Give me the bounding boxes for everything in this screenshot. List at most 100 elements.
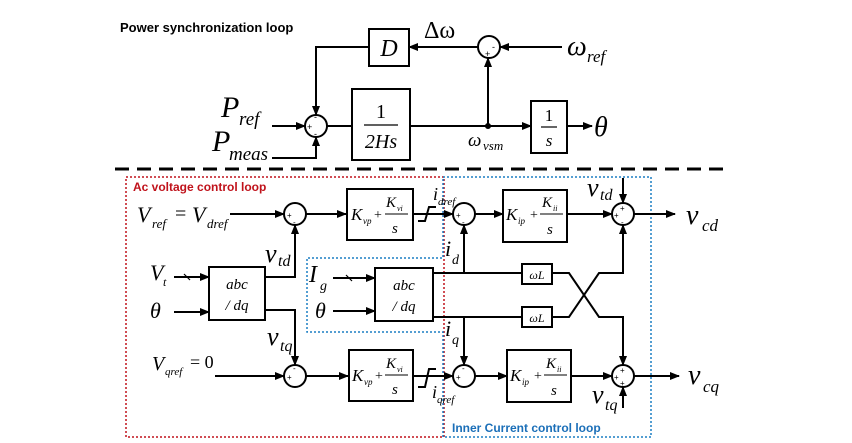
ac-voltage-loop-border — [125, 176, 445, 438]
vt-bus-marker — [183, 273, 191, 281]
integrator-block-den: s — [546, 131, 553, 150]
svg-text:ω: ω — [567, 31, 587, 62]
svg-text:q: q — [452, 333, 459, 348]
cross-coupling-d-to-q — [552, 272, 627, 366]
svg-text:qref: qref — [437, 394, 456, 406]
vcq-sum-junction: + + + — [611, 364, 635, 388]
svg-text:+: + — [614, 373, 619, 382]
damping-block-label: D — [379, 36, 397, 62]
svg-text:V: V — [137, 202, 153, 227]
svg-text:s: s — [551, 383, 557, 399]
svg-text:-: - — [462, 364, 465, 373]
svg-text:+: + — [530, 208, 538, 223]
svg-text:v: v — [592, 380, 604, 409]
svg-text:v: v — [265, 239, 277, 268]
svg-text:ip: ip — [522, 377, 530, 387]
svg-text:dref: dref — [207, 216, 230, 231]
svg-text:ref: ref — [152, 216, 168, 231]
power-loop-label: Power synchronization loop — [120, 20, 293, 35]
damping-feedback-wire — [312, 46, 369, 116]
vcq-output-label: v cq — [688, 360, 720, 396]
inertia-block: 1 2Hs — [351, 88, 411, 161]
wl-block-d: ωL — [521, 263, 553, 285]
vtq-label-voltage: v tq — [267, 322, 292, 355]
idref-label: i dref — [433, 184, 457, 208]
svg-text:+: + — [456, 211, 461, 220]
svg-text:V: V — [192, 202, 208, 227]
svg-text:-: - — [492, 42, 495, 52]
svg-text:s: s — [547, 222, 553, 238]
svg-text:-: - — [621, 218, 624, 227]
svg-text:K: K — [385, 356, 397, 372]
svg-text:ii: ii — [557, 365, 561, 374]
svg-text:vi: vi — [397, 365, 403, 374]
svg-text:+: + — [620, 379, 625, 388]
svg-text:s: s — [392, 221, 398, 237]
svg-text:/ dq: / dq — [225, 298, 249, 314]
svg-text:ii: ii — [553, 204, 557, 213]
svg-text:ωL: ωL — [529, 311, 544, 325]
omega-vsm-label: ω vsm — [468, 130, 503, 153]
power-sum-junction: - + - — [304, 112, 328, 139]
svg-text:ref: ref — [587, 47, 608, 66]
wl-block-q: ωL — [521, 306, 553, 328]
omega-ref-label: ω ref — [567, 31, 608, 66]
vcd-output-label: v cd — [686, 200, 719, 235]
id-sum-junction: + - — [452, 202, 476, 227]
svg-text:+: + — [485, 49, 490, 59]
current-pi-block-q: K ip + K ii s — [506, 349, 572, 403]
vqref-input-label: V qref = 0 — [152, 352, 214, 378]
vq-sum-junction: + - — [283, 364, 307, 388]
svg-text:v: v — [688, 360, 701, 391]
svg-text:abc: abc — [393, 278, 415, 294]
delta-omega-label: Δω — [424, 18, 455, 44]
svg-text:K: K — [505, 205, 519, 224]
svg-text:i: i — [445, 316, 451, 341]
vdref-input-label: V ref = V dref — [137, 202, 230, 231]
svg-text:K: K — [509, 366, 523, 385]
svg-text:+: + — [620, 366, 625, 375]
svg-text:V: V — [152, 353, 167, 375]
id-label: i d — [445, 236, 460, 268]
vd-sum-junction: + - — [283, 202, 307, 227]
abc-dq-block-voltage: abc / dq — [208, 266, 266, 321]
inertia-block-den: 2Hs — [365, 131, 397, 153]
p-meas-label: P meas — [211, 125, 268, 165]
svg-text:+: + — [287, 211, 292, 220]
svg-text:dref: dref — [438, 196, 457, 208]
ig-input-label: I g — [308, 262, 327, 294]
svg-text:td: td — [600, 187, 613, 204]
theta-input-current: θ — [315, 298, 326, 323]
svg-text:V: V — [150, 260, 166, 285]
theta-out-label: θ — [594, 112, 608, 143]
svg-text:K: K — [351, 366, 365, 385]
svg-text:+: + — [307, 122, 312, 132]
svg-text:cq: cq — [703, 377, 720, 396]
vtq-label-current: v tq — [592, 380, 617, 414]
svg-text:tq: tq — [605, 397, 617, 414]
svg-text:ωL: ωL — [529, 268, 544, 282]
svg-text:tq: tq — [280, 338, 292, 355]
svg-text:vi: vi — [397, 204, 403, 213]
p-ref-label: P ref — [220, 91, 262, 130]
svg-text:K: K — [545, 356, 557, 372]
theta-input-voltage: θ — [150, 298, 161, 323]
svg-text:t: t — [163, 275, 167, 289]
svg-text:i: i — [432, 382, 437, 402]
vt-input-label: V t — [150, 260, 167, 289]
saturation-limiter-d — [418, 206, 436, 222]
svg-text:K: K — [385, 195, 397, 211]
svg-text:-: - — [314, 112, 317, 122]
svg-text:ω: ω — [468, 130, 481, 151]
vtq-feedback-wire — [265, 309, 299, 366]
svg-text:i: i — [433, 184, 438, 204]
svg-text:K: K — [350, 205, 364, 224]
svg-text:abc: abc — [226, 277, 248, 293]
svg-text:qref: qref — [165, 366, 184, 378]
current-pi-block-d: K ip + K ii s — [502, 189, 568, 243]
svg-text:-: - — [462, 218, 465, 227]
svg-text:+: + — [456, 373, 461, 382]
saturation-limiter-q — [418, 368, 436, 388]
svg-text:v: v — [686, 200, 699, 231]
svg-text:ip: ip — [518, 216, 526, 226]
